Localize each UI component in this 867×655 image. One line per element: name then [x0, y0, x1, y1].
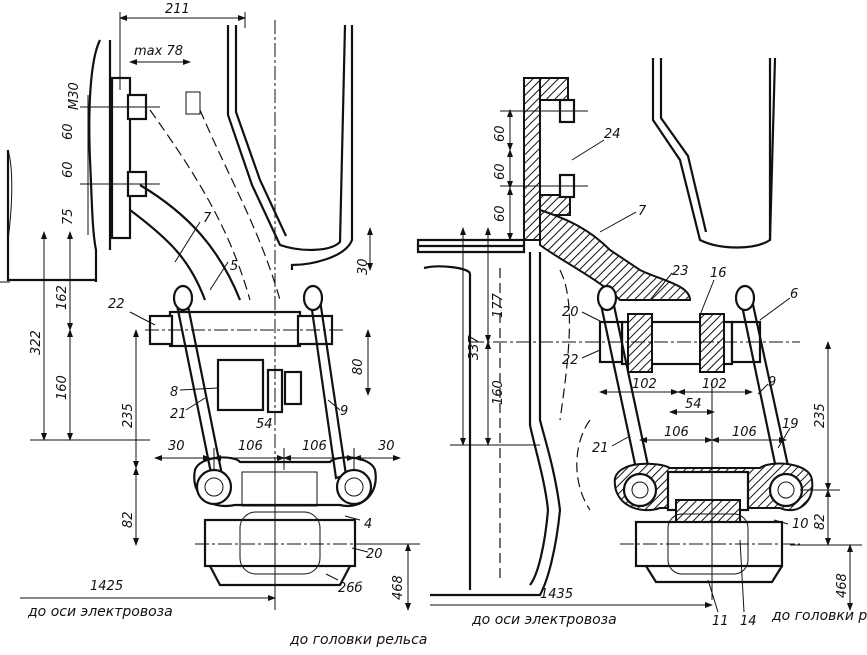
label-10: 10: [792, 517, 809, 532]
stud-nut: [283, 370, 303, 406]
right-dimension-texts: 60 60 60 177 337 160 102 102 54 106 106 …: [467, 125, 850, 602]
label-5: 5: [230, 259, 238, 274]
label-26b: 26б: [338, 581, 363, 596]
label-20: 20: [562, 305, 579, 320]
block-8: [216, 358, 265, 412]
dim-60a: 60: [61, 123, 76, 140]
label-6: 6: [790, 287, 798, 302]
roller-housing: [203, 518, 357, 568]
dim-322: 322: [29, 330, 44, 355]
dim-106a: 106: [664, 425, 689, 440]
dim-1435: 1435: [540, 587, 573, 602]
dim-75: 75: [61, 208, 76, 225]
left-caption-to-rail: до головки рельса: [289, 632, 427, 648]
right-beam: [651, 57, 777, 249]
left-lower-beam: [193, 456, 377, 587]
right-part-labels: 24 7 23 16 6 20 22 9 21 19 10 11 14: [562, 127, 809, 629]
dim-30c: 30: [356, 258, 371, 275]
dim-468: 468: [391, 575, 406, 600]
label-7: 7: [638, 204, 647, 219]
dim-235: 235: [121, 403, 136, 428]
label-9: 9: [768, 375, 776, 390]
label-23: 23: [672, 264, 689, 279]
label-21: 21: [592, 441, 609, 456]
dim-1425: 1425: [90, 579, 123, 594]
eye-right: [768, 472, 804, 508]
spring-cup: [241, 471, 318, 507]
eye-left: [195, 468, 233, 506]
dim-162: 162: [55, 285, 70, 310]
right-caption-to-rail: до головки рельса: [771, 608, 867, 624]
dim-82: 82: [813, 513, 828, 530]
hanger-eye: [596, 284, 618, 312]
dim-54: 54: [685, 397, 702, 412]
right-lower-beam: [613, 462, 814, 584]
dim-468: 468: [835, 573, 850, 598]
roller: [239, 511, 321, 575]
dim-106a: 106: [238, 439, 263, 454]
left-bracket-7: [129, 109, 281, 301]
right-dimensions: [430, 109, 862, 611]
right-view: 60 60 60 177 337 160 102 102 54 106 106 …: [416, 57, 867, 629]
dim-60a: 60: [493, 125, 508, 142]
dim-54: 54: [256, 417, 273, 432]
right-side-plate: [423, 252, 571, 597]
dim-160: 160: [55, 375, 70, 400]
left-caption-to-axis: до оси электровоза: [27, 604, 173, 620]
dim-30b: 30: [378, 439, 395, 454]
bush-left: [627, 313, 653, 373]
left-dimension-texts: 211 max 78 M30 60 60 75 162 322 160 235 …: [29, 2, 406, 600]
label-20: 20: [366, 547, 383, 562]
left-frame-bolts: [80, 91, 201, 198]
dim-235: 235: [813, 403, 828, 428]
bush-right: [699, 313, 725, 373]
dim-160: 160: [491, 380, 506, 405]
dim-82: 82: [121, 511, 136, 528]
label-16: 16: [710, 266, 727, 281]
label-19: 19: [782, 417, 799, 432]
label-9: 9: [340, 404, 348, 419]
hanger-eye: [172, 284, 194, 312]
label-22: 22: [108, 297, 125, 312]
label-14: 14: [740, 614, 757, 629]
label-22: 22: [562, 353, 579, 368]
right-caption-to-axis: до оси электровоза: [471, 612, 617, 628]
dim-60c: 60: [493, 205, 508, 222]
left-part-labels: 7 5 22 8 21 9 4 20 26б: [108, 211, 383, 596]
label-21: 21: [170, 407, 187, 422]
dim-102b: 102: [702, 377, 727, 392]
label-4: 4: [364, 517, 372, 532]
left-frame-plate: [0, 39, 132, 283]
dim-60b: 60: [493, 163, 508, 180]
label-8: 8: [170, 385, 178, 400]
left-upper-pin: [145, 310, 345, 414]
dim-337: 337: [467, 334, 482, 360]
dim-211: 211: [165, 2, 190, 17]
hanger-eye: [734, 284, 756, 312]
eye-right: [335, 468, 373, 506]
bolt-head-far: [185, 91, 201, 115]
dim-80: 80: [351, 358, 366, 375]
left-beam: [226, 24, 354, 270]
left-view: 211 max 78 M30 60 60 75 162 322 160 235 …: [0, 2, 427, 648]
left-hangers: [172, 284, 348, 480]
dim-60b: 60: [61, 161, 76, 178]
hanger-eye: [302, 284, 324, 312]
left-dimensions: [20, 12, 420, 611]
left-bracket-flange: [110, 76, 132, 240]
dim-30a: 30: [168, 439, 185, 454]
dim-102a: 102: [632, 377, 657, 392]
label-7: 7: [203, 211, 212, 226]
dim-106b: 106: [732, 425, 757, 440]
dim-m30: M30: [67, 82, 82, 110]
dim-106b: 106: [302, 439, 327, 454]
label-11: 11: [712, 614, 729, 629]
dim-177: 177: [491, 292, 506, 318]
eye-left: [622, 472, 658, 508]
right-frame-plate: [416, 77, 692, 301]
dim-max78: max 78: [134, 44, 183, 59]
label-24: 24: [604, 127, 621, 142]
